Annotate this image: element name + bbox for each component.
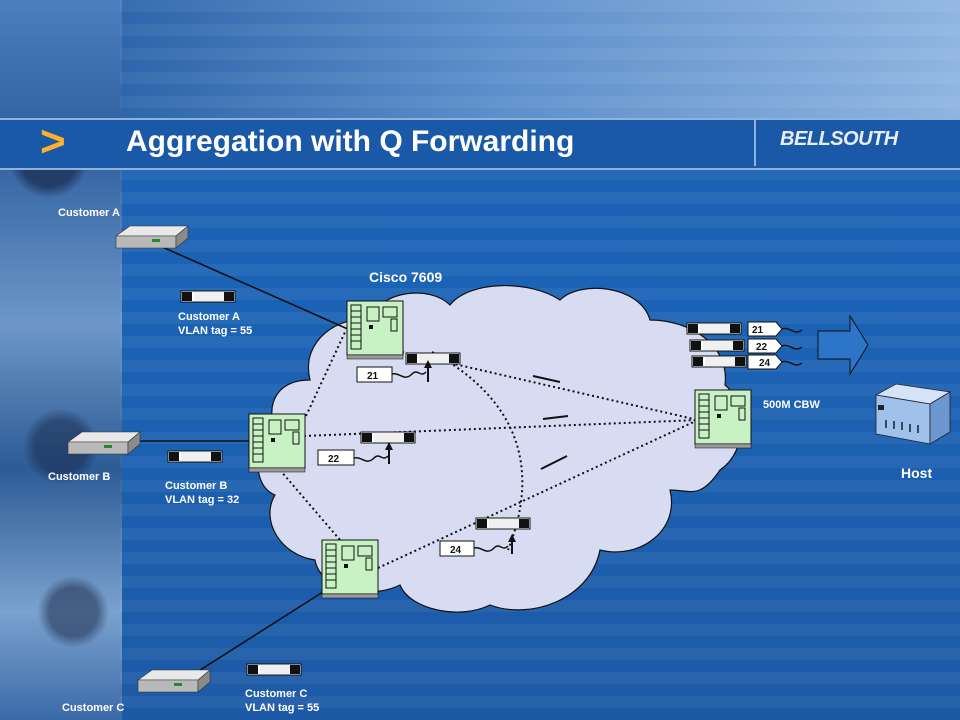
host-server-icon <box>874 383 952 445</box>
customer-c-device <box>137 669 211 693</box>
router-switch-right <box>694 389 752 449</box>
customer-b-label: Customer B <box>48 471 111 483</box>
router-switch-top <box>346 300 404 360</box>
page-title: Aggregation with Q Forwarding <box>126 125 575 158</box>
router-switch-left <box>248 413 306 473</box>
vlan-b-tag: VLAN tag = 32 <box>165 494 240 506</box>
vlan-b-name: Customer B <box>165 480 228 492</box>
bandwidth-label: 500M CBW <box>763 399 820 411</box>
output-tag-label-24: 24 <box>759 358 771 369</box>
brand-logo: BELLSOUTH <box>780 128 898 150</box>
chevron-icon: > <box>40 117 66 166</box>
output-frame-24 <box>691 355 747 368</box>
title-bar <box>0 118 960 170</box>
background-photo-top <box>122 0 960 118</box>
output-arrow-icon <box>817 314 869 376</box>
tagged-frame-22 <box>360 431 416 444</box>
customer-a-label: Customer A <box>58 207 120 219</box>
tag-label-21: 21 <box>367 371 379 382</box>
tagged-frame-24 <box>475 517 531 530</box>
customer-a-device <box>115 225 189 249</box>
tag-label-22: 22 <box>328 454 340 465</box>
tag-flag-21 <box>356 360 432 383</box>
output-frame-21 <box>686 322 742 335</box>
vlan-c-name: Customer C <box>245 688 308 700</box>
output-frame-22 <box>689 339 745 352</box>
customer-b-device <box>67 431 141 455</box>
tag-label-24: 24 <box>450 545 462 556</box>
vlan-a-name: Customer A <box>178 311 240 323</box>
tagged-frame-21 <box>405 352 461 365</box>
vlan-c-tag: VLAN tag = 55 <box>245 702 320 714</box>
customer-c-label: Customer C <box>62 702 125 714</box>
frame-customer-a <box>180 290 236 303</box>
tag-flag-22 <box>317 442 393 466</box>
router-label: Cisco 7609 <box>369 269 443 285</box>
tag-flag-24 <box>439 534 516 557</box>
output-tag-label-22: 22 <box>756 342 768 353</box>
output-tag-label-21: 21 <box>752 325 764 336</box>
logo-divider <box>754 118 756 166</box>
router-switch-bottom <box>321 539 379 599</box>
frame-customer-c <box>246 663 302 676</box>
frame-customer-b <box>167 450 223 463</box>
host-label: Host <box>901 465 933 481</box>
vlan-a-tag: VLAN tag = 55 <box>178 325 253 337</box>
